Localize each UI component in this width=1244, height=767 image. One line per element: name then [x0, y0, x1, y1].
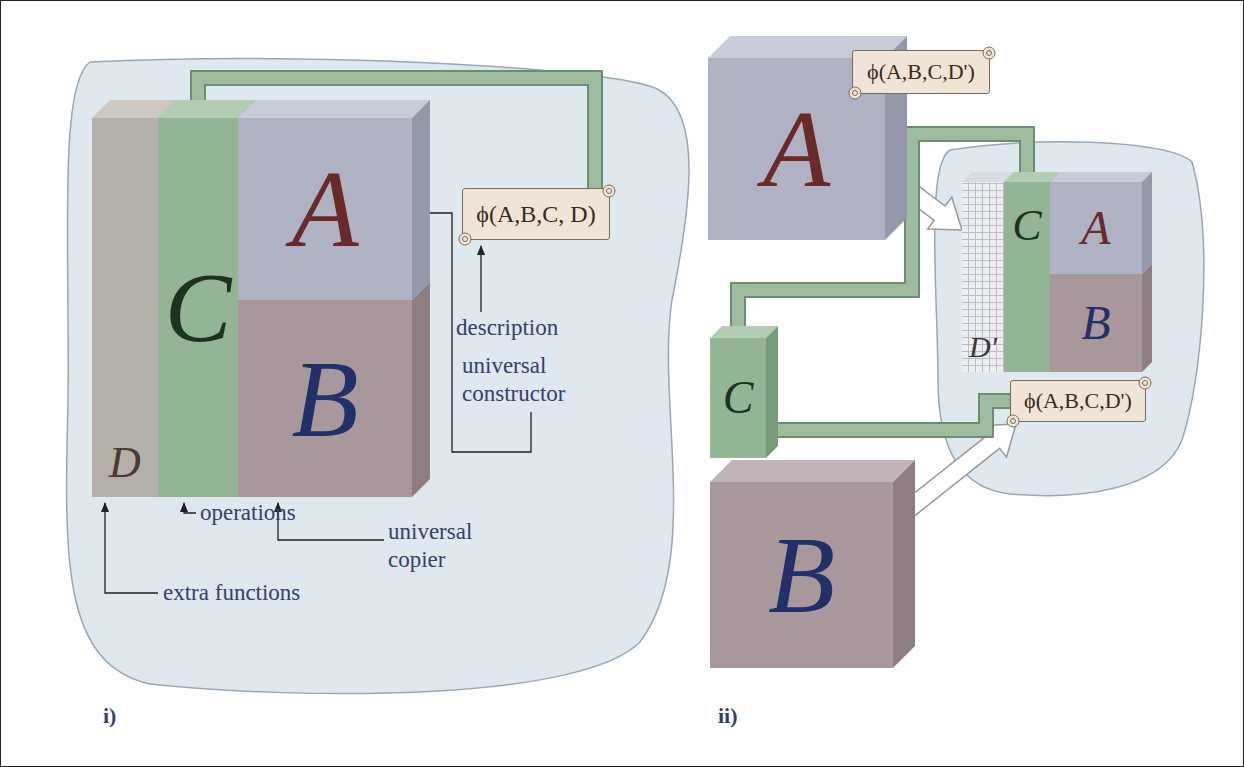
description-formula: ϕ(A,B,C, D) — [476, 202, 595, 226]
callout-label: description — [456, 314, 558, 342]
block-letter: C — [165, 258, 232, 358]
new-extra-functions-block: D' — [962, 182, 1004, 372]
block-letter: B — [291, 344, 358, 454]
copier-block: B — [238, 300, 412, 497]
copier-block: B — [710, 482, 893, 668]
block-letter: C — [1012, 204, 1041, 248]
block-letter: D — [109, 441, 141, 485]
description-scroll: ϕ(A,B,C,D') — [852, 50, 990, 94]
panel-label: ii) — [718, 702, 738, 730]
callout-label: universal copier — [388, 518, 488, 574]
operations-block: C — [158, 118, 238, 497]
description-scroll: ϕ(A,B,C,D') — [1010, 380, 1146, 422]
tape-connector — [776, 401, 1010, 430]
offspring-cell — [935, 142, 1204, 496]
leader-line — [105, 503, 158, 593]
description-scroll: ϕ(A,B,C, D) — [462, 188, 610, 240]
panel-label: i) — [103, 702, 116, 730]
callout-label: operations — [200, 499, 296, 527]
block-letter: D' — [969, 332, 997, 362]
leader-line — [480, 246, 481, 312]
block-letter: A — [291, 154, 358, 264]
constructor-block: A — [238, 118, 412, 300]
parent-cell — [67, 59, 689, 694]
block-letter: C — [723, 375, 754, 421]
operations-block: C — [710, 338, 766, 458]
description-formula: ϕ(A,B,C,D') — [867, 61, 975, 83]
leader-line — [184, 503, 196, 513]
extra-functions-block: D — [92, 118, 158, 497]
callout-label: extra functions — [163, 579, 300, 607]
callout-label: universal constructor — [462, 352, 592, 408]
block-letter: A — [1081, 204, 1110, 252]
copy-arrow — [899, 424, 1016, 519]
block-letter: B — [1081, 299, 1110, 347]
constructor-block: A — [1050, 182, 1142, 274]
block-letter: B — [768, 520, 835, 630]
copier-block: B — [1050, 274, 1142, 372]
block-letter: A — [763, 94, 830, 204]
description-formula: ϕ(A,B,C,D') — [1024, 390, 1132, 412]
operations-block: C — [1004, 182, 1050, 372]
